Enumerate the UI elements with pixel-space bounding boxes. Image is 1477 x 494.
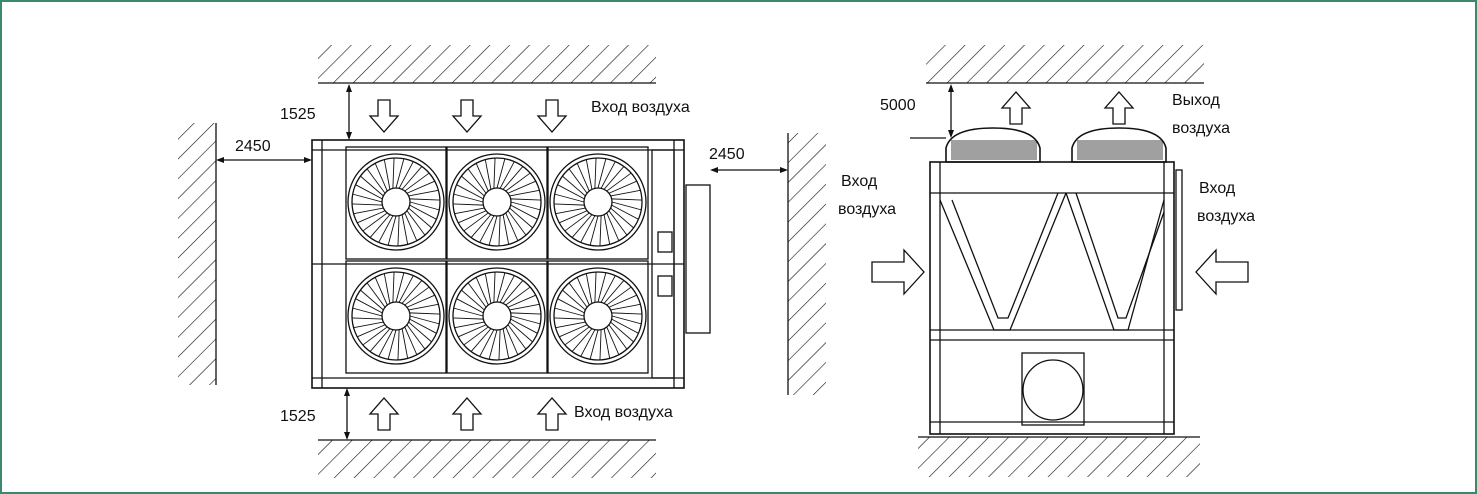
right-inlet-label-line2: воздуха bbox=[1197, 208, 1255, 225]
unit-side-body bbox=[929, 161, 1183, 435]
fan-housing-left bbox=[945, 127, 1041, 163]
fan-module bbox=[547, 146, 649, 260]
fan-module bbox=[547, 260, 649, 374]
right-inlet-arrow bbox=[1195, 248, 1249, 296]
dimension-left bbox=[216, 157, 312, 163]
left-inlet-label-line1: Вход bbox=[841, 173, 878, 190]
dim-right-label: 2450 bbox=[709, 146, 745, 163]
outlet-arrows bbox=[1000, 91, 1135, 125]
fan-module bbox=[345, 146, 447, 260]
fan-module bbox=[446, 260, 548, 374]
top-air-arrows bbox=[368, 99, 568, 133]
outlet-label-line2: воздуха bbox=[1172, 120, 1230, 137]
dimension-right bbox=[710, 167, 788, 173]
bottom-wall bbox=[318, 439, 656, 478]
left-inlet-label-line2: воздуха bbox=[838, 201, 896, 218]
unit-plan-body bbox=[311, 139, 711, 389]
right-inlet-label-line1: Вход bbox=[1199, 180, 1236, 197]
dimension-top bbox=[346, 84, 352, 140]
left-wall bbox=[178, 123, 217, 385]
dim-left-label: 2450 bbox=[235, 138, 271, 155]
plan-view: 1525 1525 2450 2450 Вход воздуха Вход во… bbox=[178, 45, 826, 478]
ceiling-wall bbox=[926, 45, 1204, 84]
top-wall bbox=[318, 45, 656, 84]
fan-module bbox=[345, 260, 447, 374]
left-inlet-arrow bbox=[871, 248, 925, 296]
outlet-label-line1: Выход bbox=[1172, 92, 1221, 109]
fan-housing-right bbox=[1071, 127, 1167, 163]
dim-top-label: 1525 bbox=[280, 106, 316, 123]
fan-grid bbox=[345, 146, 649, 374]
side-view: 5000 Выход воздуха Вход воздуха Вход воз… bbox=[838, 45, 1255, 477]
bottom-air-arrows bbox=[368, 397, 568, 431]
floor bbox=[918, 436, 1200, 477]
dimension-height bbox=[910, 84, 954, 139]
dim-height-label: 5000 bbox=[880, 97, 916, 114]
fan-grilles bbox=[951, 140, 1163, 160]
bottom-air-inlet-label: Вход воздуха bbox=[574, 404, 673, 421]
fan-module bbox=[446, 146, 548, 260]
dim-bottom-label: 1525 bbox=[280, 408, 316, 425]
top-air-inlet-label: Вход воздуха bbox=[591, 99, 690, 116]
dimension-bottom bbox=[344, 388, 350, 440]
right-wall bbox=[787, 133, 826, 395]
